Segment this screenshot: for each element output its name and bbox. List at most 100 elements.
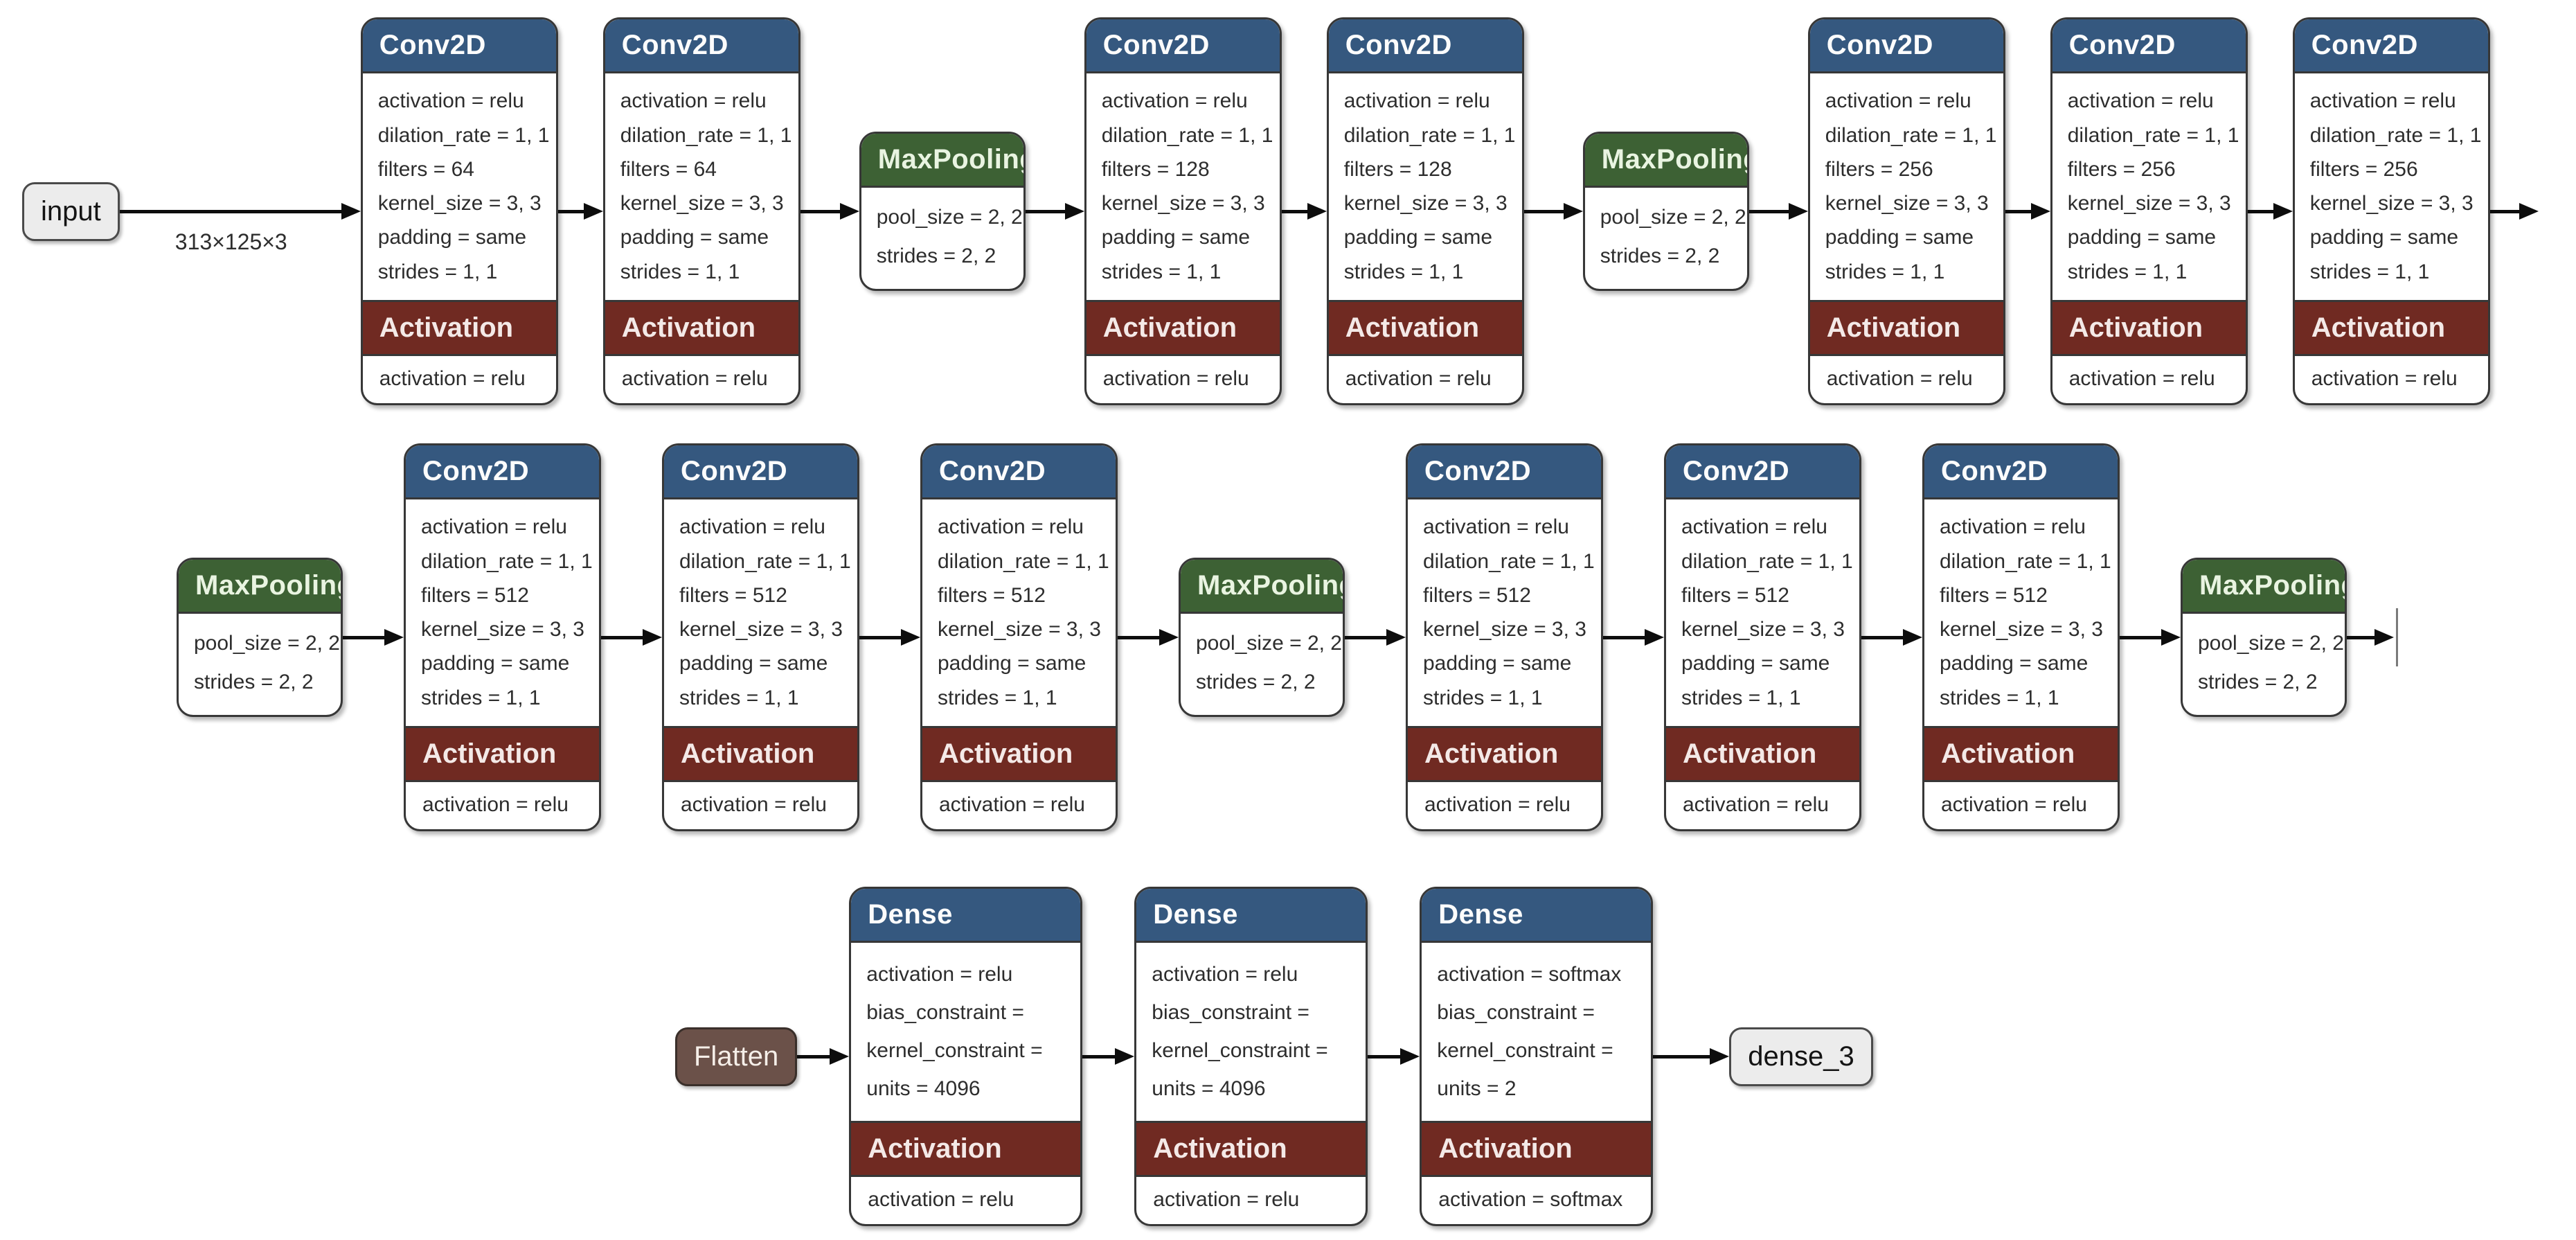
activation-param: activation = relu	[621, 367, 768, 390]
layer-param: padding = same	[2067, 226, 2217, 249]
arrow-line	[557, 210, 585, 213]
flow-arrow	[1653, 887, 1730, 1226]
layer-param: padding = same	[421, 652, 570, 675]
flow-arrow	[343, 443, 404, 831]
layer-param: strides = 2, 2	[1600, 245, 1720, 267]
layer-param: kernel_size = 3, 3	[938, 618, 1101, 641]
node-label: dense_3	[1748, 1040, 1854, 1072]
layer-param: padding = same	[1681, 652, 1830, 675]
layer-param: activation = relu	[866, 963, 1013, 986]
layer-type-header: Conv2D	[2294, 19, 2488, 73]
layer-param: strides = 2, 2	[194, 671, 314, 693]
input-shape-label: 313×125×3	[175, 229, 287, 254]
layer-type-header: Dense	[851, 889, 1081, 943]
layer-param: padding = same	[1940, 652, 2088, 675]
activation-header: Activation	[664, 726, 857, 782]
layer-type-header: Conv2D	[605, 19, 798, 73]
layer-type-header: Conv2D	[1924, 445, 2118, 499]
arrow-head-icon	[1064, 203, 1084, 220]
layer-param: strides = 1, 1	[1343, 260, 1464, 283]
layer-type-header: Conv2D	[1408, 445, 1601, 499]
node-label: input	[41, 195, 101, 227]
layer-param: pool_size = 2, 2	[1600, 206, 1746, 229]
layer-param: bias_constraint =	[1152, 1001, 1309, 1024]
layer-type-header: Conv2D	[1328, 19, 1522, 73]
layer-params: pool_size = 2, 2 strides = 2, 2	[1585, 188, 1747, 289]
layer-param: pool_size = 2, 2	[2198, 632, 2344, 655]
layer-param: padding = same	[1825, 226, 1974, 249]
arrow-head-icon	[2161, 629, 2181, 646]
activation-param: activation = relu	[1424, 793, 1571, 816]
flow-arrow	[557, 17, 603, 405]
layer-param: activation = relu	[1101, 89, 1248, 113]
arrow-line	[2489, 210, 2521, 213]
activation-param: activation = relu	[2311, 367, 2458, 390]
arrow-line	[2005, 210, 2032, 213]
layer-param: filters = 64	[620, 157, 717, 181]
layer-param: activation = relu	[1825, 89, 1971, 113]
layer-param: activation = relu	[421, 515, 567, 539]
layer-param: strides = 1, 1	[1825, 260, 1945, 283]
node-label: Flatten	[694, 1040, 779, 1072]
layer-param: dilation_rate = 1, 1	[620, 123, 792, 147]
arrow-head-icon	[1563, 203, 1583, 220]
layer-param: strides = 1, 1	[421, 686, 541, 709]
layer-param: kernel_constraint =	[1152, 1039, 1328, 1062]
layer-param: padding = same	[620, 226, 769, 249]
arrow-head-icon	[2030, 203, 2050, 220]
layer-param: pool_size = 2, 2	[1196, 632, 1342, 655]
layer-param: strides = 1, 1	[938, 686, 1057, 709]
layer-param: kernel_constraint =	[866, 1039, 1043, 1062]
activation-param: activation = relu	[2068, 367, 2215, 390]
arrow-line	[1025, 210, 1066, 213]
arrow-head-icon	[1115, 1048, 1135, 1065]
layer-param: strides = 2, 2	[2198, 671, 2318, 693]
arrow-line	[601, 636, 644, 639]
layer-param: strides = 1, 1	[1423, 686, 1543, 709]
layer-param: kernel_size = 3, 3	[377, 192, 542, 215]
activation-param: activation = relu	[1683, 793, 1829, 816]
arrow-line	[1861, 636, 1904, 639]
arrow-line	[2347, 636, 2376, 639]
arrow-head-icon	[1903, 629, 1922, 646]
layer-param: dilation_rate = 1, 1	[421, 549, 593, 573]
layer-param: dilation_rate = 1, 1	[938, 549, 1109, 573]
layer-param: padding = same	[679, 652, 828, 675]
layer-param: filters = 256	[2067, 157, 2176, 181]
layer-param: activation = relu	[1940, 515, 2086, 539]
arrow-head-icon	[2273, 203, 2293, 220]
layer-param: filters = 512	[1940, 583, 2048, 607]
arrow-line	[1368, 1055, 1402, 1059]
layer-param: units = 4096	[1152, 1077, 1266, 1100]
flow-arrow	[1345, 443, 1406, 831]
output-node: dense_3	[1729, 1027, 1873, 1086]
flow-arrow	[2120, 443, 2181, 831]
arrow-head-icon	[839, 203, 859, 220]
arrow-head-icon	[1710, 1048, 1730, 1065]
layer-param: dilation_rate = 1, 1	[1343, 123, 1516, 147]
layer-param: activation = relu	[1423, 515, 1569, 539]
arrow-line	[800, 210, 841, 213]
layer-param: kernel_size = 3, 3	[1940, 618, 2103, 641]
activation-param: activation = softmax	[1438, 1188, 1623, 1211]
layer-type-header: Conv2D	[664, 445, 857, 499]
